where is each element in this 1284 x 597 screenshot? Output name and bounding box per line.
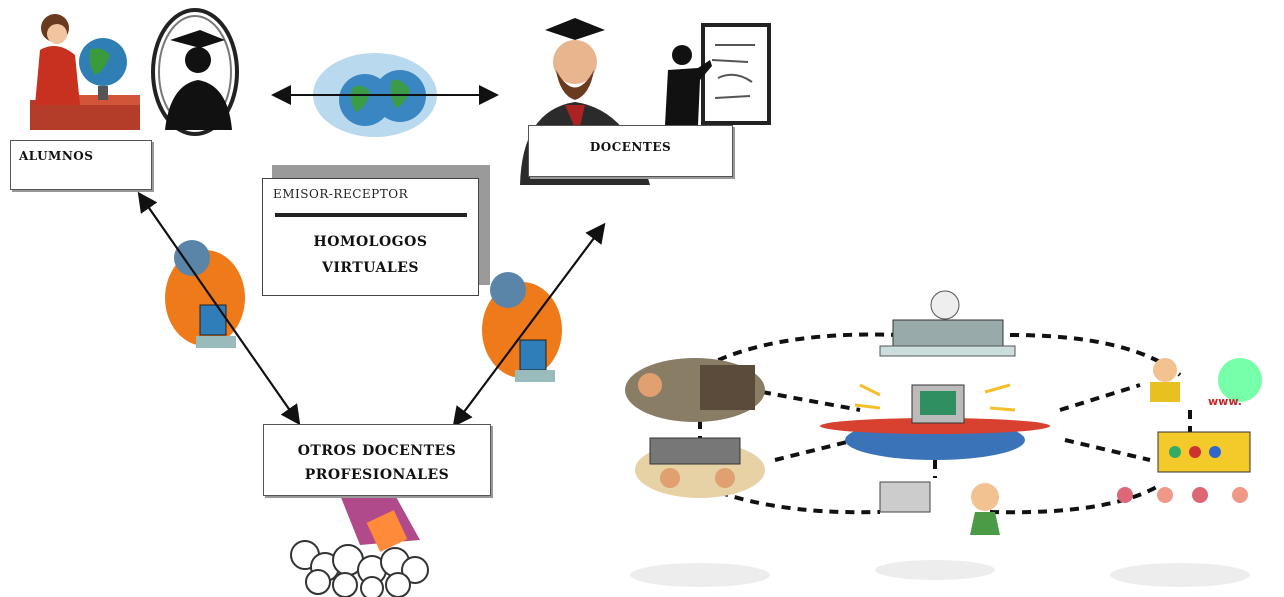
network-cluster-illustration bbox=[625, 290, 1262, 587]
center-box-divider bbox=[275, 213, 467, 217]
center-box-title: HOMOLOGOS VIRTUALES bbox=[263, 229, 478, 281]
teacher-board-illustration bbox=[665, 23, 771, 125]
graduate-silhouette-illustration bbox=[151, 8, 239, 136]
center-box-label: EMISOR-RECEPTOR bbox=[273, 187, 409, 201]
center-box-title-line1: HOMOLOGOS bbox=[313, 234, 428, 250]
computer-user-illustration-left bbox=[165, 240, 245, 348]
node-alumnos-label: ALUMNOS bbox=[19, 149, 94, 163]
node-alumnos: ALUMNOS bbox=[10, 140, 152, 190]
node-otros-line2: PROFESIONALES bbox=[304, 467, 450, 483]
node-docentes: DOCENTES bbox=[528, 125, 733, 177]
www-label: www. bbox=[1208, 395, 1242, 408]
node-otros-line1: OTROS DOCENTES bbox=[297, 443, 457, 459]
computer-user-illustration-right bbox=[482, 272, 562, 382]
center-box-emisor-receptor: EMISOR-RECEPTOR HOMOLOGOS VIRTUALES bbox=[262, 178, 479, 296]
cloud-figure-illustration bbox=[290, 495, 429, 597]
arrow-alumnos-otros bbox=[139, 194, 301, 426]
node-docentes-label: DOCENTES bbox=[589, 140, 672, 154]
student-globe-illustration bbox=[30, 14, 140, 130]
center-box-title-line2: VIRTUALES bbox=[322, 260, 419, 276]
node-otros-docentes: OTROS DOCENTES PROFESIONALES bbox=[263, 424, 491, 496]
arrow-docentes-otros bbox=[452, 225, 604, 428]
